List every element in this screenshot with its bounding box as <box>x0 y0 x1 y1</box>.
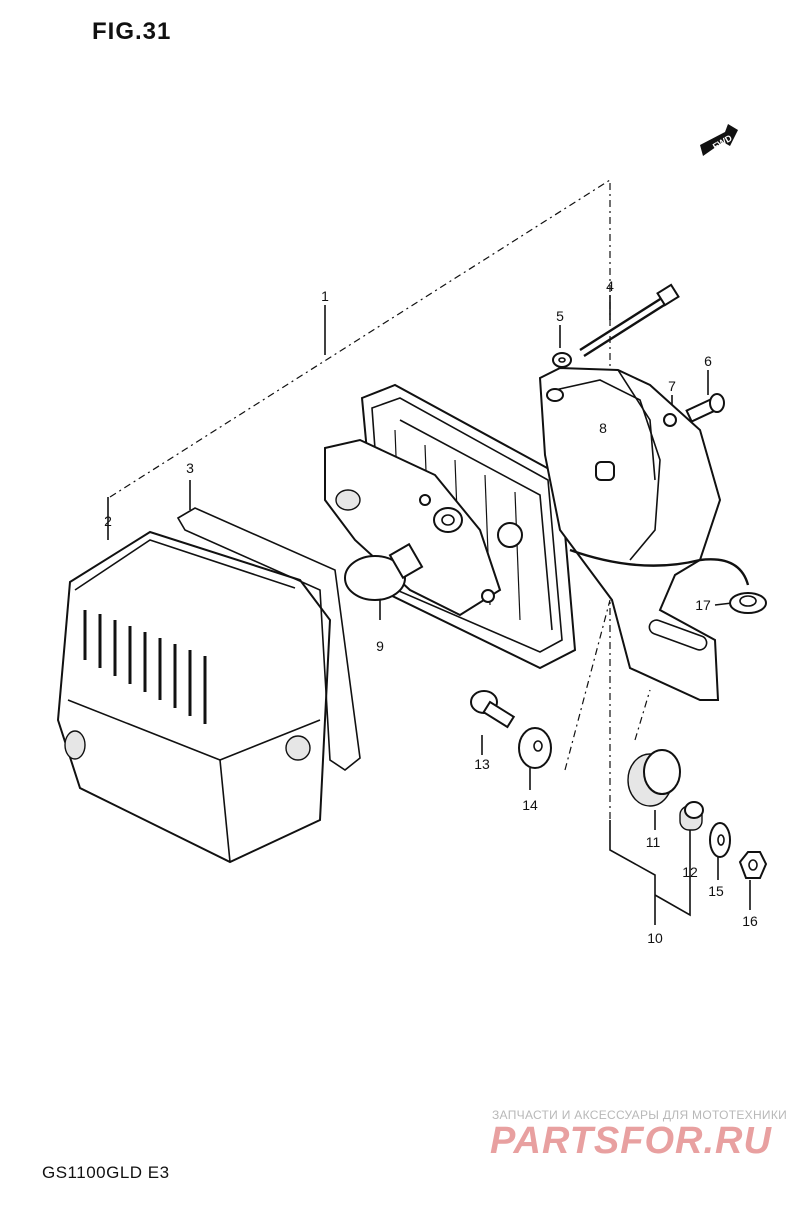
callout-label-16: 16 <box>742 913 758 929</box>
spacer-12-part <box>679 801 704 831</box>
long-bolt-part <box>579 283 680 358</box>
callout-label-14: 14 <box>522 797 538 813</box>
cushion-11-part <box>627 749 681 807</box>
callout-label-10: 10 <box>647 930 663 946</box>
tail-lamp-lens-part <box>56 530 332 864</box>
callout-label-15: 15 <box>708 883 724 899</box>
callout-label-12: 12 <box>682 864 698 880</box>
bolt-13-part <box>470 690 516 729</box>
callout-label-11: 11 <box>645 834 661 850</box>
model-code: GS1100GLD E3 <box>42 1163 170 1182</box>
callout-label-2: 2 <box>104 513 112 529</box>
mounting-bracket-part <box>538 366 750 701</box>
callout-label-6: 6 <box>704 353 712 369</box>
callout-label-17: 17 <box>695 597 711 613</box>
washer-14-part <box>518 727 552 769</box>
callout-label-4: 4 <box>606 278 614 294</box>
watermark-subtitle: ЗАПЧАСТИ И АКСЕССУАРЫ ДЛЯ МОТОТЕХНИКИ <box>492 1108 788 1122</box>
lens-gasket-part <box>176 507 361 771</box>
nut-16-part <box>738 851 768 879</box>
callout-label-5: 5 <box>556 308 564 324</box>
grommet-8-part <box>595 461 615 481</box>
callout-label-9: 9 <box>376 638 384 654</box>
leader-lines <box>107 178 751 925</box>
figure-title: FIG.31 <box>92 18 172 45</box>
callout-label-13: 13 <box>474 756 490 772</box>
washer-15-part <box>709 822 731 858</box>
callout-label-8: 8 <box>599 420 607 436</box>
watermark-logo: PARTSFOR.RU <box>490 1120 772 1162</box>
washer-5-part <box>552 352 572 368</box>
callout-label-3: 3 <box>186 460 194 476</box>
grommet-17-part <box>729 592 767 614</box>
socket-plate-part <box>324 438 523 617</box>
bulb-part <box>344 542 424 601</box>
callout-label-7: 7 <box>668 378 676 394</box>
callout-label-1: 1 <box>321 288 329 304</box>
bolt-6-part <box>685 393 725 423</box>
forward-arrow-icon <box>700 124 738 156</box>
